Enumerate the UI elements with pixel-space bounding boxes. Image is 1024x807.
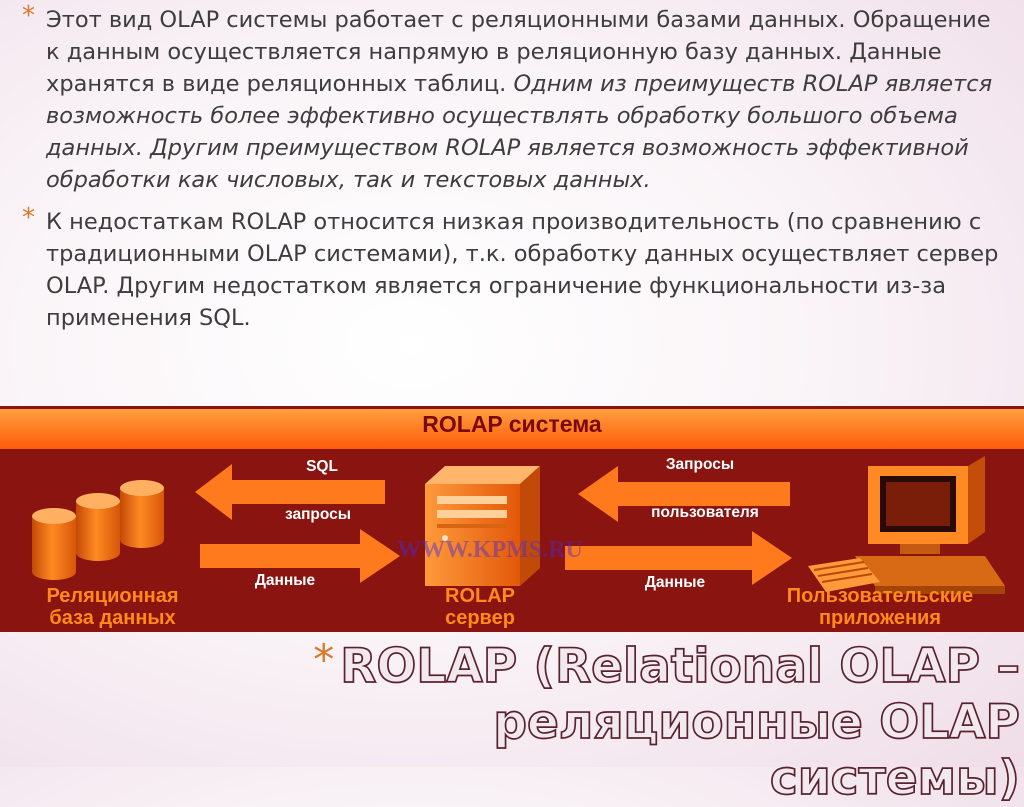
data-label-left: Данные — [254, 572, 316, 589]
diagram-graphics — [0, 409, 1024, 594]
database-icon — [32, 480, 164, 580]
server-icon — [425, 466, 540, 586]
sql-label: SQL — [306, 458, 338, 475]
rolap-diagram: ROLAP система SQL запросы Данные Запросы… — [0, 406, 1024, 632]
bullet-text-italic: Одним из преимуществ ROLAP является возм… — [46, 71, 993, 193]
title-line-1-text: ROLAP (Relational OLAP – — [339, 638, 1020, 695]
user-queries-label-line2: пользователя — [651, 504, 759, 521]
banner-bar — [0, 409, 1024, 449]
db-label-line2: база данных — [49, 607, 176, 629]
bullet-item-2: * К недостаткам ROLAP относится низкая п… — [22, 203, 1007, 334]
apps-label-line1: Пользовательские — [786, 585, 974, 607]
title-line-2: реляционные OLAP системы) — [493, 694, 1021, 807]
data-arrow-right-right — [565, 531, 792, 585]
data-arrow-right-left — [200, 529, 400, 583]
queries-label: запросы — [284, 506, 352, 523]
bullet-list: * Этот вид OLAP системы работает с реляц… — [22, 1, 1007, 344]
bullet-star-icon: * — [22, 1, 35, 31]
data-label-right: Данные — [644, 574, 706, 591]
title-line-1: *ROLAP (Relational OLAP – — [250, 632, 1021, 695]
user-queries-arrow-left — [578, 466, 790, 522]
bullet-text-normal: Этот вид OLAP системы работает с реляцио… — [46, 7, 991, 97]
db-label-line1: Реляционная — [46, 585, 179, 607]
server-label-line2: сервер — [445, 607, 515, 629]
bullet-text-2: К недостаткам ROLAP относится низкая про… — [46, 206, 1007, 334]
sql-arrow-left — [195, 464, 385, 520]
bullet-item-1: * Этот вид OLAP системы работает с реляц… — [22, 1, 1007, 196]
server-label-line1: ROLAP — [445, 585, 515, 607]
computer-icon — [808, 456, 1005, 594]
watermark-text: WWW.KPMS.RU — [397, 537, 583, 563]
bullet-star-icon: * — [22, 203, 35, 233]
diagram-banner-title: ROLAP система — [422, 411, 602, 437]
title-star-icon: * — [313, 635, 335, 684]
user-queries-label-line1: Запросы — [665, 456, 735, 473]
bullet-text-1: Этот вид OLAP системы работает с реляцио… — [46, 4, 1007, 196]
bullet-text-normal: К недостаткам ROLAP относится низкая про… — [46, 209, 999, 331]
apps-label-line2: приложения — [818, 607, 942, 629]
slide-title: *ROLAP (Relational OLAP – реляционные OL… — [250, 632, 1021, 807]
